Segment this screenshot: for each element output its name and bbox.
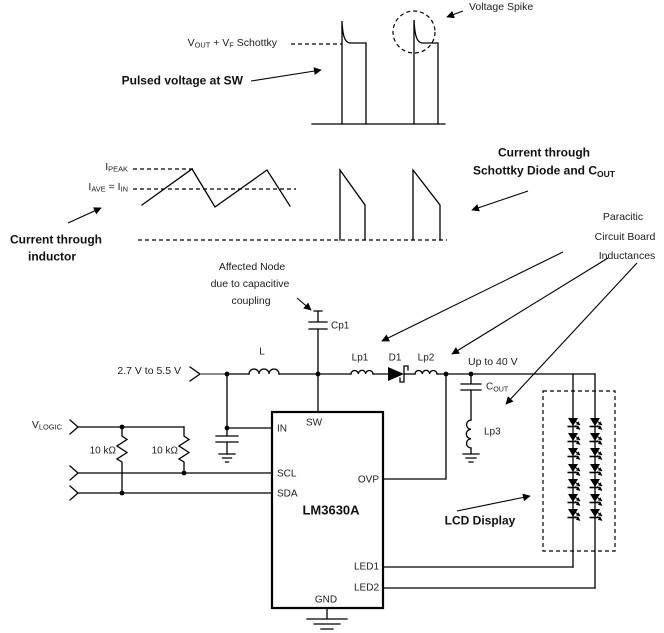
- resistor-r1-icon: [115, 426, 129, 494]
- affected-node-note-1: Affected Node: [218, 261, 286, 274]
- voltage-spike-label: Voltage Spike: [469, 1, 534, 14]
- inductor-L-label: L: [259, 346, 265, 358]
- parasitic-arrow-lp1: [381, 251, 564, 342]
- pin-led2-label: LED2: [353, 582, 379, 594]
- inductor-current-waveform: [67, 168, 447, 241]
- pulsed-voltage-arrow: [250, 67, 322, 82]
- ovp-wire: [382, 373, 447, 480]
- capacitor-cp1-icon: [308, 310, 328, 375]
- affected-node-note-3: coupling: [231, 295, 271, 308]
- parasitic-arrow-lp3: [505, 262, 638, 405]
- parasitic-inductor-lp2-icon: [414, 369, 438, 375]
- schottky-current-waveform: [339, 167, 529, 241]
- up-to-40v-label: Up to 40 V: [468, 356, 518, 369]
- parasitic-inductor-lp3-icon: [465, 419, 472, 449]
- lcd-display-arrow: [456, 493, 531, 512]
- pin-gnd-label: GND: [314, 594, 338, 606]
- led-string-1: [568, 418, 581, 521]
- schottky-current-title-1: Current through: [498, 145, 590, 160]
- pin-sda-label: SDA: [277, 488, 298, 500]
- voltage-spike-annotation: [392, 10, 464, 54]
- inductor-current-arrow: [67, 207, 102, 224]
- led-return-wires: [382, 566, 596, 589]
- lp2-label: Lp2: [417, 352, 435, 364]
- ipeak-label: IPEAK: [105, 160, 128, 174]
- led-string-2: [590, 418, 603, 521]
- ground-icon: [218, 453, 236, 463]
- cout-label: COUT: [486, 381, 509, 394]
- output-capacitor-cout-icon: [460, 373, 482, 421]
- circuit-schematic: [69, 310, 616, 630]
- parasitic-inductance-arrows: [381, 251, 638, 405]
- ground-icon: [462, 447, 480, 463]
- cp1-label: Cp1: [331, 320, 350, 332]
- connector-chevron-icon: [69, 485, 79, 501]
- lcd-display-label: LCD Display: [444, 513, 516, 528]
- lp3-label: Lp3: [484, 426, 501, 438]
- r2-value-label: 10 kΩ: [151, 445, 178, 457]
- input-range-label: 2.7 V to 5.5 V: [117, 365, 181, 378]
- vout-vf-level-label: VOUT + VF Schottky: [187, 36, 277, 50]
- schottky-current-title-2: Schottky Diode and COUT: [473, 163, 615, 179]
- junction-dots: [119, 371, 474, 496]
- inductor-L-icon: [248, 368, 280, 375]
- voltage-spike-circle: [392, 10, 436, 54]
- pin-scl-label: SCL: [277, 468, 297, 480]
- parasitic-inductor-lp1-icon: [350, 369, 374, 375]
- schottky-current-arrow: [471, 190, 529, 212]
- resistor-r2-icon: [177, 426, 191, 474]
- ic-lm3630a-box: [270, 410, 385, 610]
- pin-sw-label: SW: [305, 417, 323, 429]
- ground-icon: [306, 607, 348, 630]
- pin-ovp-label: OVP: [357, 474, 379, 486]
- inductor-current-title-2: inductor: [28, 249, 76, 264]
- r1-value-label: 10 kΩ: [89, 445, 116, 457]
- input-capacitor-icon: [215, 373, 239, 455]
- pulsed-voltage-title: Pulsed voltage at SW: [121, 73, 243, 88]
- lcd-dashed-box: [542, 390, 616, 552]
- parasitic-note-2: Circuit Board: [594, 231, 656, 244]
- d1-label: D1: [388, 352, 402, 364]
- schottky-diode-d1-icon: [388, 365, 409, 383]
- pin-led1-label: LED1: [353, 561, 379, 573]
- sw-voltage-waveform: [291, 19, 446, 125]
- pin-in-label: IN: [277, 423, 287, 435]
- affected-node-arrow: [296, 297, 312, 311]
- inductor-current-title-1: Current through: [10, 232, 102, 247]
- parasitic-note-3: Inductances: [598, 250, 656, 263]
- iave-label: IAVE = IIN: [88, 180, 128, 194]
- parasitic-arrow-lp2: [451, 257, 609, 355]
- parasitic-note-1: Paracitic: [602, 211, 644, 224]
- voltage-spike-arrow: [446, 10, 464, 19]
- ic-part-number: LM3630A: [302, 502, 360, 518]
- connector-chevron-icon: [189, 366, 202, 382]
- affected-node-note-2: due to capacitive: [210, 278, 290, 291]
- vlogic-label: VLOGIC: [31, 418, 62, 432]
- connector-chevron-icon: [69, 419, 79, 435]
- connector-chevron-icon: [69, 465, 79, 481]
- lp1-label: Lp1: [351, 352, 369, 364]
